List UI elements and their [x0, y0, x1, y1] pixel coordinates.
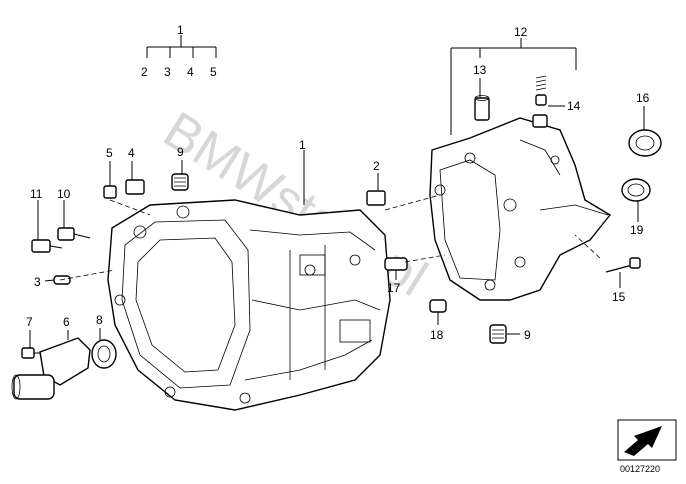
sensor-11: [31, 239, 63, 253]
callout-4-top: 4: [187, 65, 194, 79]
group-bracket-1: [146, 35, 217, 58]
rear-cover-illustration: [429, 117, 612, 301]
sleeve-13: [474, 95, 490, 121]
assembly-line-d: [404, 254, 446, 263]
sensor-10: [57, 227, 91, 241]
callout-11: 11: [30, 187, 43, 201]
assembly-line-a: [59, 269, 116, 281]
assembly-line-c: [384, 194, 441, 211]
callout-19: 19: [630, 223, 644, 237]
callout-16: 16: [636, 91, 650, 105]
callout-6: 6: [63, 315, 70, 329]
bolt-15: [605, 257, 641, 273]
assembly-line-e: [574, 234, 601, 259]
callout-15: 15: [612, 290, 626, 304]
callout-2: 2: [373, 159, 380, 173]
callout-3-top: 3: [164, 65, 171, 79]
seal-ring-16: [628, 129, 662, 157]
callout-13: 13: [473, 63, 487, 77]
transmission-housing-illustration: [107, 199, 391, 411]
seal-ring-19: [621, 178, 651, 202]
callout-2-top: 2: [141, 65, 148, 79]
sleeve-4: [125, 179, 145, 195]
callout-9-bottom: 9: [524, 328, 531, 342]
callout-14: 14: [567, 99, 581, 113]
callout-9-top: 9: [177, 145, 184, 159]
callout-7: 7: [26, 315, 33, 329]
sleeve-17: [384, 257, 408, 271]
plug-9-bottom: [489, 324, 507, 344]
sleeve-18: [429, 299, 447, 313]
callout-18: 18: [430, 328, 444, 342]
callout-4: 4: [128, 146, 135, 160]
callout-1: 1: [299, 138, 306, 152]
guide-tube-6: [11, 337, 91, 400]
callout-3: 3: [34, 275, 41, 289]
nav-arrow-icon[interactable]: [617, 419, 677, 461]
seal-ring-8: [91, 339, 117, 369]
diagram-code: 00127220: [620, 464, 660, 474]
callout-8: 8: [96, 313, 103, 327]
bolt-7: [21, 347, 42, 359]
plug-9-top: [171, 173, 189, 191]
callout-5: 5: [106, 146, 113, 160]
callout-17: 17: [387, 281, 401, 295]
group-bracket-12: [450, 38, 577, 135]
sleeve-2: [366, 190, 386, 206]
callout-1-top: 1: [177, 23, 184, 37]
callout-10: 10: [57, 187, 71, 201]
sleeve-5: [103, 185, 117, 199]
leader-lines: [29, 78, 645, 348]
callout-12: 12: [514, 25, 528, 39]
assembly-line-b: [109, 199, 151, 216]
callout-5-top: 5: [210, 65, 217, 79]
spring-set-14: [532, 75, 548, 128]
